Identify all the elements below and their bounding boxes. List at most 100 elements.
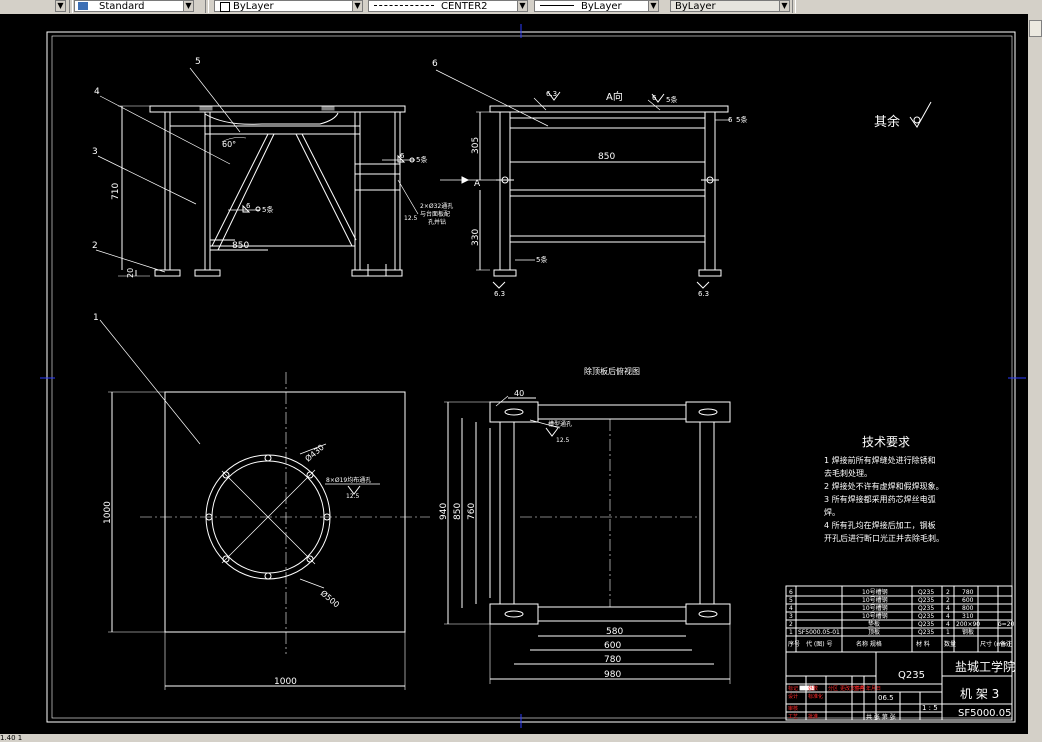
scrollbar-thumb[interactable] xyxy=(1029,20,1042,37)
balloon-1: 1 xyxy=(93,313,99,323)
dim-780: 780 xyxy=(604,655,621,665)
hole-note: 8×Ø19均布通孔 xyxy=(326,476,371,484)
vertical-scrollbar[interactable] xyxy=(1028,14,1042,734)
corner-note: 槽型通孔 xyxy=(548,420,572,428)
chevron-down-icon[interactable]: ▼ xyxy=(517,0,528,12)
balloon-5: 5 xyxy=(195,57,201,67)
role-label: 标准化 xyxy=(808,693,823,700)
weld-size: 6 xyxy=(728,116,733,124)
part-size: 钢板 xyxy=(962,628,974,636)
dim-60deg: 60° xyxy=(222,140,236,149)
front-view xyxy=(95,67,419,277)
roughness: 6.3 xyxy=(546,90,557,98)
weld-count: 5条 xyxy=(666,95,677,104)
side-view-a xyxy=(435,69,730,289)
chevron-down-icon[interactable]: ▼ xyxy=(55,0,66,12)
balloon-4: 4 xyxy=(94,87,100,97)
linetype-value: CENTER2 xyxy=(441,1,488,12)
part-size: 310 xyxy=(962,613,974,620)
weld-count: 5条 xyxy=(536,255,547,264)
dim-20: 20 xyxy=(126,268,135,278)
lineweight-preview-icon xyxy=(540,5,574,6)
part-note: δ=20 xyxy=(998,621,1015,628)
status-bar: 1.40 1 xyxy=(0,734,1042,742)
dim-580: 580 xyxy=(606,627,623,637)
part-size: 780 xyxy=(962,589,974,596)
part-material: Q235 xyxy=(918,613,934,620)
text-style-value: Standard xyxy=(99,1,145,12)
chevron-down-icon[interactable]: ▼ xyxy=(779,0,790,12)
roughness-rest-symbol xyxy=(909,101,932,128)
part-name: 10号槽钢 xyxy=(862,612,888,620)
hole-note: 孔并钻 xyxy=(428,218,446,226)
roughness: 12.5 xyxy=(556,437,570,444)
chevron-down-icon[interactable]: ▼ xyxy=(352,0,363,12)
weld-size: 6 xyxy=(400,152,405,160)
part-qty: 4 xyxy=(946,605,950,612)
coordinate-readout: 1.40 1 xyxy=(0,734,23,742)
part-name: 10号槽钢 xyxy=(862,588,888,596)
dim-710: 710 xyxy=(111,183,121,200)
toolbar-separator xyxy=(69,0,73,13)
tech-req-lines: 1 焊接前所有焊缝处进行除锈和 去毛刺处理。 2 焊接处不许有虚焊和假焊现象。 … xyxy=(824,455,944,543)
dim-850-bottom: 850 xyxy=(453,503,463,520)
header-cell: 尺寸 (mm) xyxy=(980,640,1010,648)
sign-label: 签名 xyxy=(854,685,864,692)
title-block xyxy=(785,585,1013,721)
lineweight-select[interactable]: ByLayer xyxy=(534,0,650,12)
bottom-view-label: 除顶板后俯视图 xyxy=(584,366,640,376)
weld-count: 5条 xyxy=(416,155,427,164)
tech-req-line: 2 焊接处不许有虚焊和假焊现象。 xyxy=(824,481,944,491)
part-material: Q235 xyxy=(918,597,934,604)
plotstyle-select[interactable]: ByLayer xyxy=(670,0,782,12)
school-name: 盐城工学院 xyxy=(955,659,1015,674)
part-code: SF5000.05-01 xyxy=(798,629,840,636)
hole-note: 与台面板配 xyxy=(420,210,450,218)
part-qty: 4 xyxy=(946,621,950,628)
part-no: 5 xyxy=(789,597,793,604)
dim-760: 760 xyxy=(467,503,477,520)
part-size: 600 xyxy=(962,597,974,604)
toolbar-separator xyxy=(792,0,796,13)
chevron-down-icon[interactable]: ▼ xyxy=(183,0,194,12)
plotstyle-value: ByLayer xyxy=(675,1,716,12)
layer-color-value: ByLayer xyxy=(233,1,274,12)
part-size: 800 xyxy=(962,605,974,612)
roughness: 12.5 xyxy=(346,493,360,500)
linetype-preview-icon xyxy=(374,5,434,6)
roughness: 6.3 xyxy=(698,290,709,298)
sign-label: 年月日 xyxy=(866,685,881,692)
weld-size: 6 xyxy=(246,202,251,210)
view-a-label: A向 xyxy=(606,90,623,103)
sign-label: 标记 xyxy=(788,685,798,692)
layer-color-select[interactable]: ByLayer xyxy=(214,0,354,12)
sign-label: 分区 xyxy=(828,685,838,692)
balloon-6: 6 xyxy=(432,59,438,69)
part-name: 垫板 xyxy=(868,620,880,628)
weld-count: 5条 xyxy=(262,205,273,214)
part-no: 6 xyxy=(789,589,793,596)
weld-size: 6 xyxy=(652,94,657,102)
part-material: Q235 xyxy=(918,621,934,628)
dim-1000-h: 1000 xyxy=(274,677,297,687)
part-name: 顶板 xyxy=(868,628,880,636)
chevron-down-icon[interactable]: ▼ xyxy=(648,0,659,12)
drawing-canvas[interactable]: 4 3 2 5 6 1 710 20 850 60° 6 5条 6 5条 2×Ø… xyxy=(0,14,1028,734)
part-no: 4 xyxy=(789,605,793,612)
role-label: 设计 xyxy=(788,693,798,700)
tech-req-line: 去毛刺处理。 xyxy=(824,468,872,478)
frame-bottom-view xyxy=(444,395,731,684)
top-plate-view xyxy=(99,319,430,690)
dim-305: 305 xyxy=(471,137,481,154)
linetype-select[interactable]: CENTER2 xyxy=(368,0,518,12)
role-label: 工艺 xyxy=(788,714,798,720)
section-a-label: A xyxy=(474,179,481,189)
properties-toolbar: ▼ Standard ▼ ByLayer ▼ CENTER2 ▼ ByLayer… xyxy=(0,0,1042,15)
sheet-count: 共 张 第 张 xyxy=(866,713,896,721)
dim-850-side: 850 xyxy=(598,152,615,162)
text-style-select[interactable]: Standard xyxy=(74,0,184,12)
part-no: 3 xyxy=(789,613,793,620)
header-cell: 备注 xyxy=(1000,640,1012,648)
header-cell: 数量 xyxy=(944,640,956,648)
part-qty: 2 xyxy=(946,597,950,604)
